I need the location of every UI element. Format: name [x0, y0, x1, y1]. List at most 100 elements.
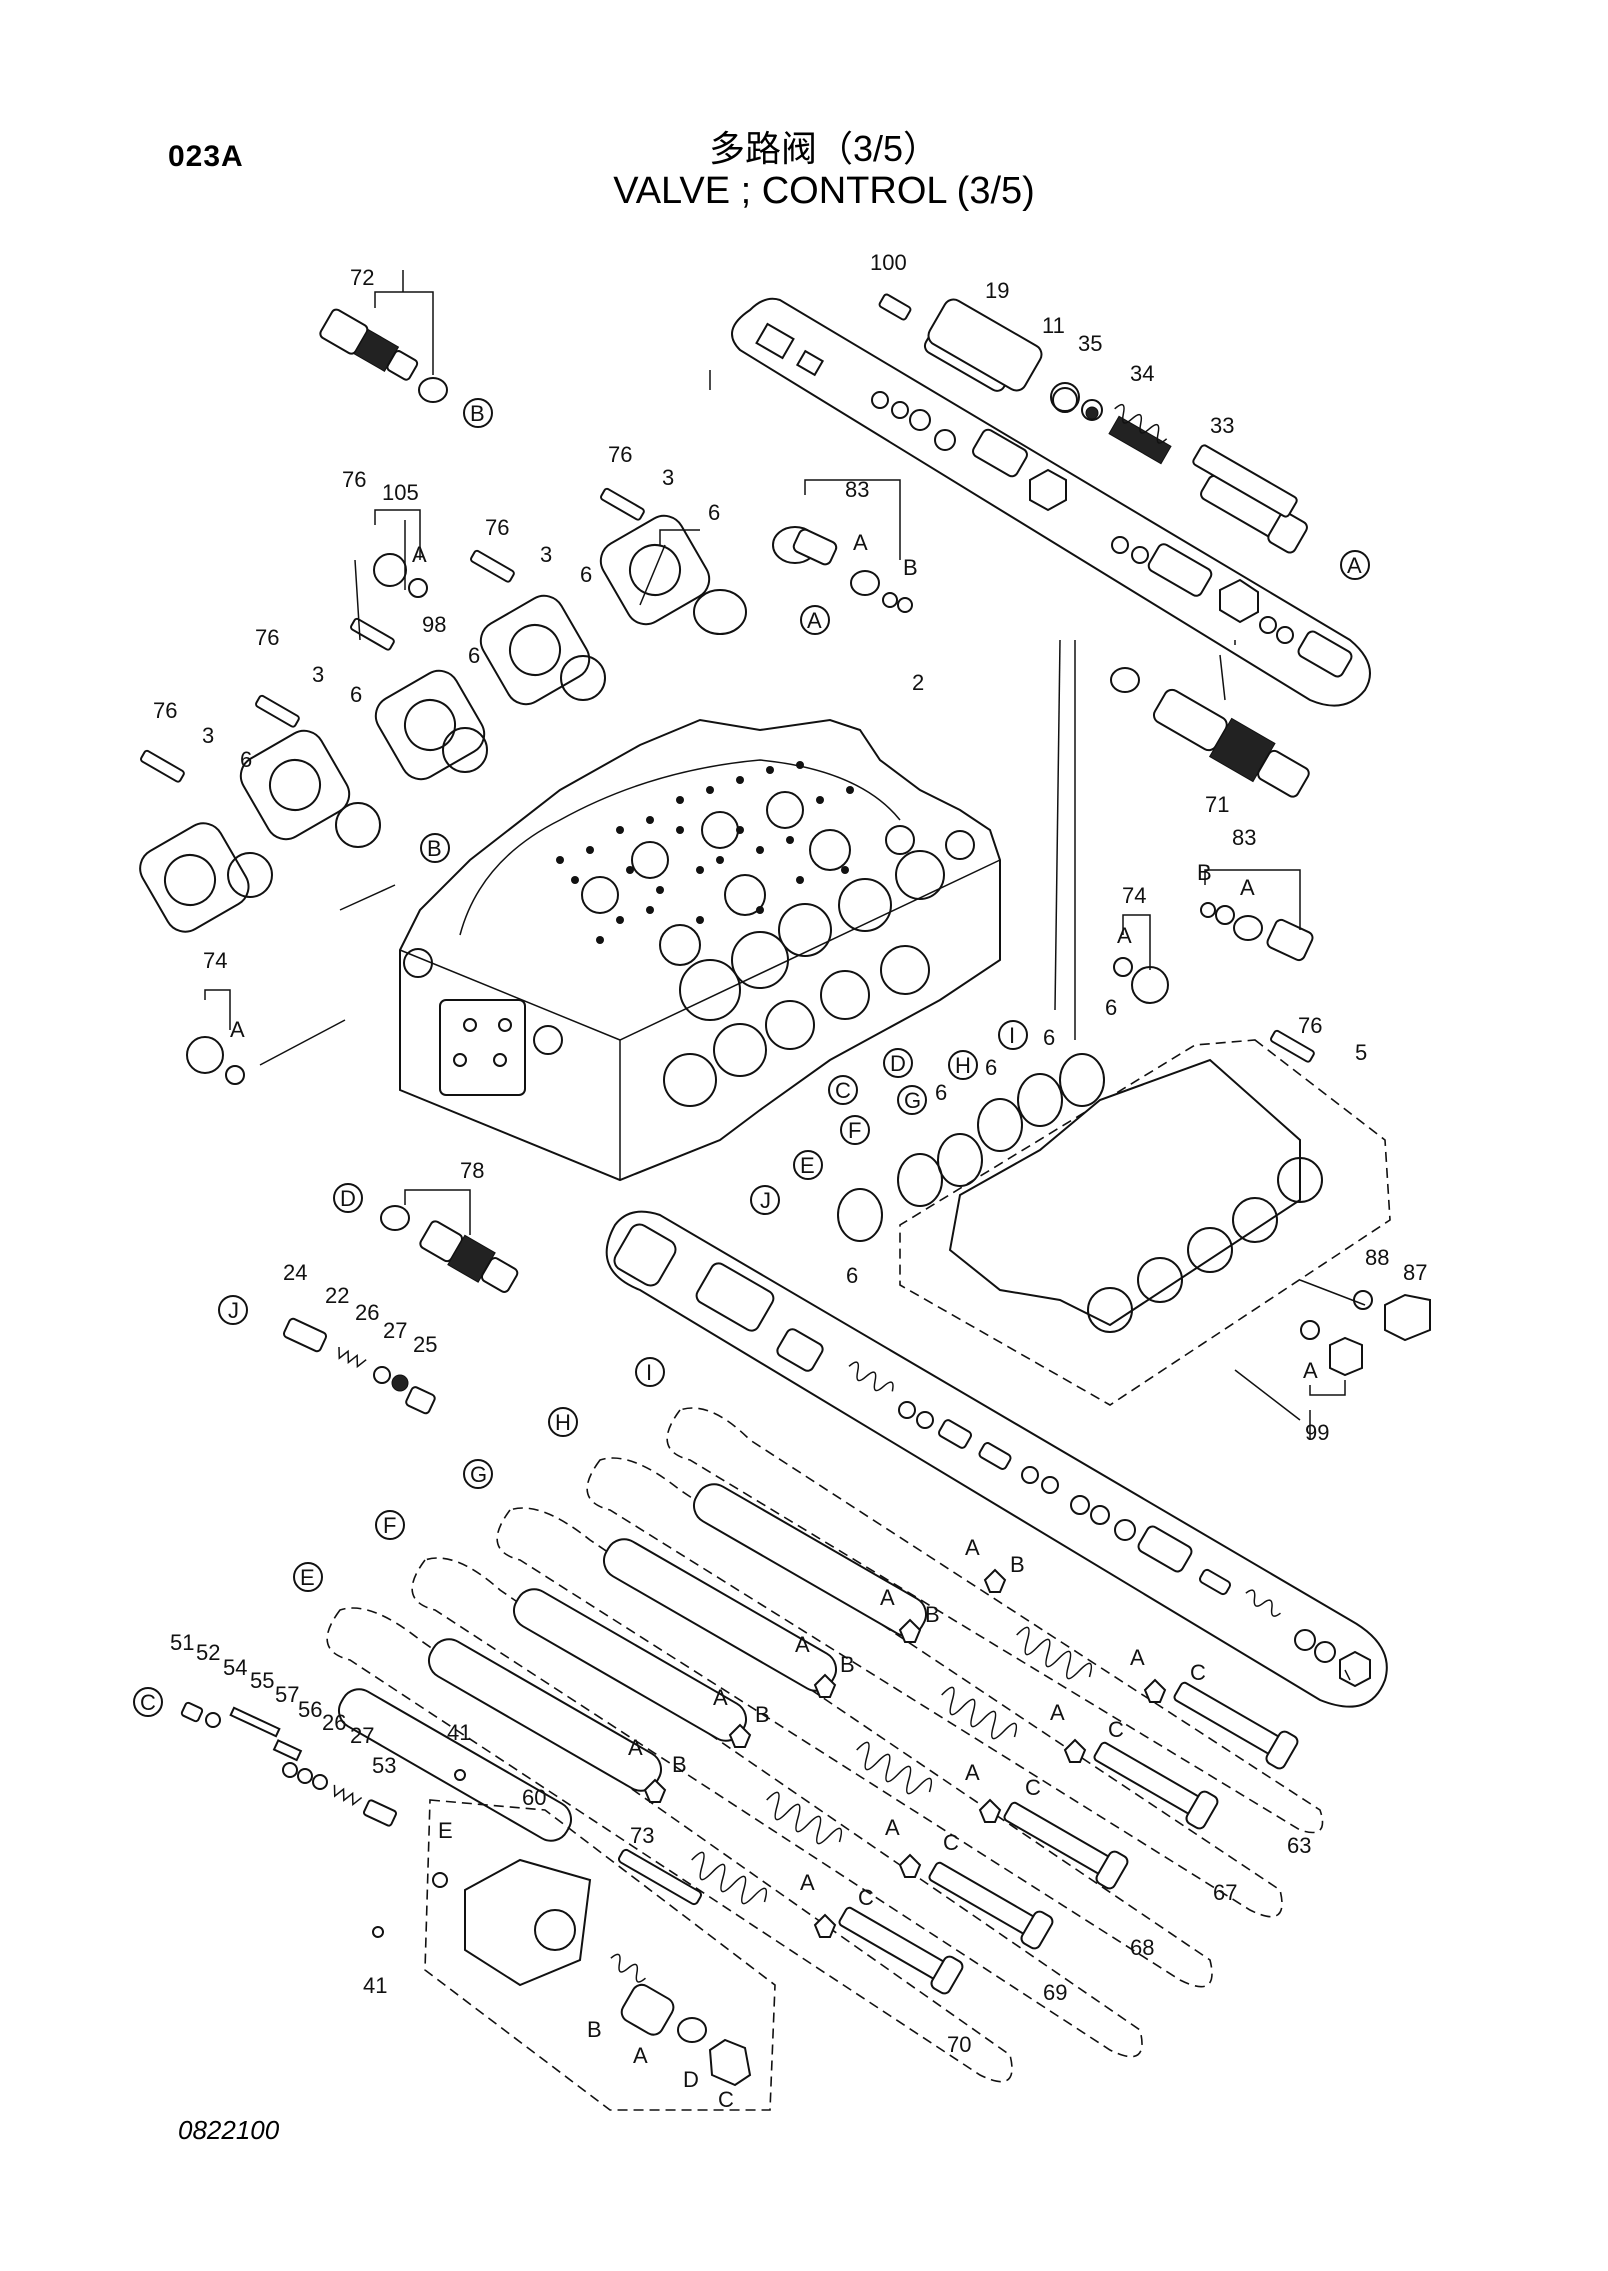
ref-circle-B-top: B [463, 398, 493, 428]
part-72-relief-valve [319, 270, 448, 403]
svg-text:C: C [718, 2087, 734, 2112]
svg-text:A: A [633, 2043, 648, 2068]
ref-circle-J-left: J [218, 1295, 248, 1325]
part-5-housing [899, 1029, 1391, 1406]
part-53-series [180, 1701, 397, 1827]
callout-labels: 72 100 19 11 35 34 33 76 3 6 83 76 105 7… [153, 250, 1427, 2057]
ref-circle-B-mid: B [420, 833, 450, 863]
callout-53: 53 [372, 1753, 396, 1778]
callout-70: 70 [947, 2032, 971, 2057]
ref-circle-E-lower: E [293, 1562, 323, 1592]
orings-6 [837, 1053, 1105, 1242]
callout-76-a: 76 [608, 442, 632, 467]
ref-circle-F: F [840, 1115, 870, 1145]
ref-circle-I: I [635, 1357, 665, 1387]
svg-text:A: A [885, 1815, 900, 1840]
callout-68: 68 [1130, 1935, 1154, 1960]
callout-3-a: 3 [662, 465, 674, 490]
callout-71: 71 [1205, 792, 1229, 817]
svg-text:G: G [904, 1088, 921, 1113]
callout-26-b: 26 [322, 1710, 346, 1735]
svg-text:B: B [427, 836, 442, 861]
callout-26-a: 26 [355, 1300, 379, 1325]
callout-27-b: 27 [350, 1723, 374, 1748]
svg-text:A: A [807, 608, 822, 633]
svg-text:B: B [470, 401, 485, 426]
part-74-plug-left [186, 989, 245, 1085]
callout-105: 105 [382, 480, 419, 505]
spool-part-24 [282, 1317, 436, 1415]
svg-text:G: G [470, 1462, 487, 1487]
svg-text:A: A [230, 1017, 245, 1042]
svg-text:D: D [890, 1051, 906, 1076]
callout-76-f: 76 [1298, 1013, 1322, 1038]
callout-100: 100 [870, 250, 907, 275]
callout-6-j: 6 [846, 1263, 858, 1288]
svg-text:C: C [943, 1830, 959, 1855]
callout-22: 22 [325, 1283, 349, 1308]
callout-6-b: 6 [580, 562, 592, 587]
callout-83-a: 83 [845, 477, 869, 502]
callout-74-a: 74 [1122, 883, 1146, 908]
svg-text:H: H [955, 1053, 971, 1078]
callout-3-d: 3 [202, 723, 214, 748]
svg-text:I: I [646, 1360, 652, 1385]
callout-3-c: 3 [312, 662, 324, 687]
block-port-holes [403, 791, 975, 1107]
callout-34: 34 [1130, 361, 1154, 386]
svg-text:H: H [555, 1410, 571, 1435]
spool-rows [326, 1407, 1324, 2083]
svg-text:I: I [1009, 1023, 1015, 1048]
svg-text:D: D [340, 1186, 356, 1211]
callout-52: 52 [196, 1640, 220, 1665]
svg-text:B: B [672, 1752, 687, 1777]
callout-33: 33 [1210, 413, 1234, 438]
svg-text:C: C [1190, 1660, 1206, 1685]
svg-text:A: A [1117, 923, 1132, 948]
svg-text:A: A [1303, 1358, 1318, 1383]
page-code: 023A [168, 140, 244, 173]
svg-text:J: J [228, 1298, 239, 1323]
svg-text:E: E [300, 1565, 315, 1590]
part-19-cover [878, 293, 1298, 518]
callout-69: 69 [1043, 1980, 1067, 2005]
part-83-plug-right [1200, 869, 1314, 962]
svg-text:E: E [800, 1153, 815, 1178]
svg-text:C: C [1025, 1775, 1041, 1800]
callout-73: 73 [630, 1823, 654, 1848]
svg-text:F: F [383, 1513, 396, 1538]
svg-text:C: C [835, 1078, 851, 1103]
callout-41-a: 41 [447, 1720, 471, 1745]
ref-circle-A-top: A [1340, 550, 1370, 580]
svg-text:B: B [755, 1702, 770, 1727]
part-71-valve [1110, 654, 1310, 798]
svg-text:B: B [925, 1602, 940, 1627]
callout-11: 11 [1042, 313, 1065, 338]
svg-text:B: B [840, 1652, 855, 1677]
ref-circle-H: H [548, 1407, 578, 1437]
svg-text:C: C [1108, 1717, 1124, 1742]
svg-text:B: B [587, 2017, 602, 2042]
part-74-plug-right [1113, 914, 1169, 1004]
callout-54: 54 [223, 1655, 247, 1680]
lower-spool-pod [605, 1210, 1388, 1708]
svg-text:A: A [1347, 553, 1362, 578]
ref-circle-H-right: H [948, 1050, 978, 1080]
callout-88: 88 [1365, 1245, 1389, 1270]
callout-76-e: 76 [153, 698, 177, 723]
leader-lines [259, 370, 1366, 1681]
svg-text:A: A [1050, 1700, 1065, 1725]
svg-text:F: F [848, 1118, 861, 1143]
callout-19: 19 [985, 278, 1009, 303]
callout-98: 98 [422, 612, 446, 637]
callout-78: 78 [460, 1158, 484, 1183]
callout-6-h: 6 [985, 1055, 997, 1080]
callout-2: 2 [912, 670, 924, 695]
callout-6-i: 6 [935, 1080, 947, 1105]
part-87-plug [1300, 1290, 1431, 1396]
reference-letter-labels: A A B B A A A A A B A B A B A B A B A C … [230, 530, 1318, 2112]
callout-6-d: 6 [350, 682, 362, 707]
callout-99: 99 [1305, 1420, 1329, 1445]
svg-text:A: A [880, 1585, 895, 1610]
ref-circle-A-mid: A [800, 605, 830, 635]
